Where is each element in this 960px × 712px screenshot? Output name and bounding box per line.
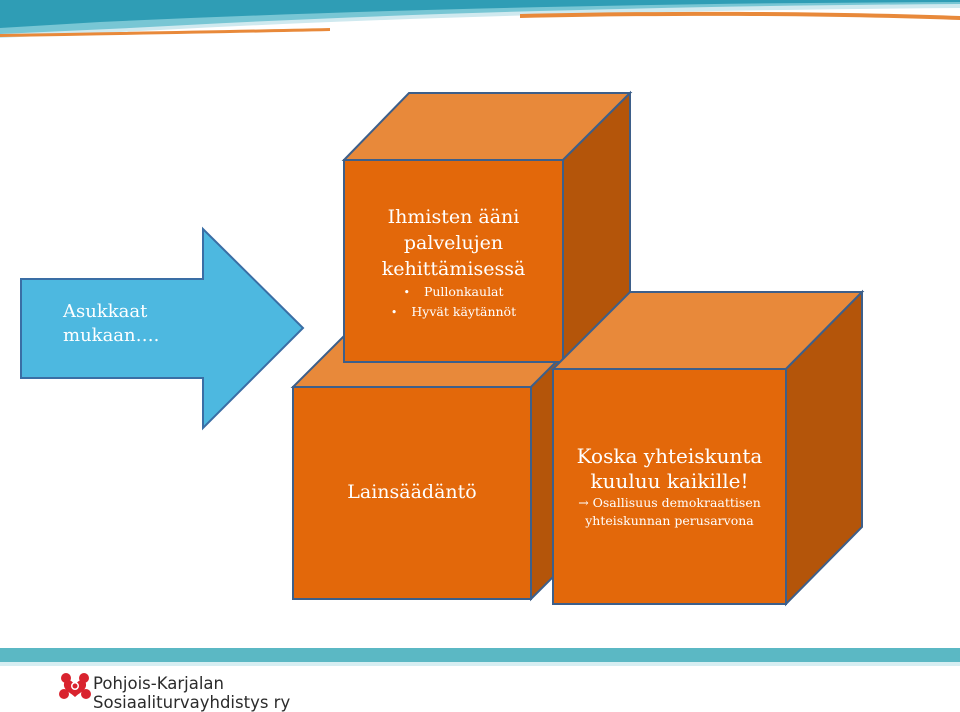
right-cube-text: Koska yhteiskunta kuuluu kaikille! → Osa… xyxy=(553,437,786,537)
right-cube-title-line1: Koska yhteiskunta xyxy=(576,444,763,468)
arrow-shape xyxy=(20,226,305,431)
top-cube-title-line2: palvelujen xyxy=(403,231,504,254)
right-cube-sub-line1: → Osallisuus demokraattisen xyxy=(578,495,761,510)
arrow-label: Asukkaat mukaan…. xyxy=(63,300,193,348)
logo-text: Pohjois-Karjalan Sosiaaliturvayhdistys r… xyxy=(93,674,290,712)
left-cube-label: Lainsäädäntö xyxy=(347,481,477,503)
flower-heart-icon xyxy=(59,673,91,699)
top-cube xyxy=(341,90,633,365)
left-cube-text: Lainsäädäntö xyxy=(293,470,531,514)
arrow-label-line2: mukaan…. xyxy=(63,325,160,346)
right-cube xyxy=(550,289,865,607)
bullet-item: Pullonkaulat xyxy=(391,282,516,302)
footer-band xyxy=(0,648,960,662)
header-decoration xyxy=(0,0,960,38)
left-cube xyxy=(290,328,590,602)
top-cube-text: Ihmisten ääni palvelujen kehittämisessä … xyxy=(344,195,563,330)
logo-line1: Pohjois-Karjalan xyxy=(93,674,225,693)
top-cube-title-line1: Ihmisten ääni xyxy=(387,205,520,228)
bullet-item: Hyvät käytännöt xyxy=(391,302,516,322)
top-cube-bullets: Pullonkaulat Hyvät käytännöt xyxy=(391,282,516,322)
logo-line2: Sosiaaliturvayhdistys ry xyxy=(93,693,291,712)
arrow-label-line1: Asukkaat xyxy=(63,301,148,322)
top-cube-title-line3: kehittämisessä xyxy=(381,257,526,280)
right-cube-sub-line2: yhteiskunnan perusarvona xyxy=(585,513,754,528)
right-cube-title-line2: kuuluu kaikille! xyxy=(590,469,749,493)
